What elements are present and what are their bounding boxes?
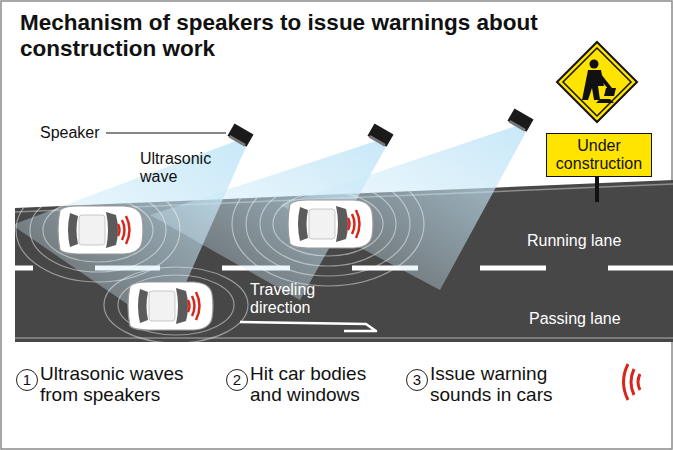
direction-label: Traveling direction xyxy=(250,281,350,317)
title: Mechanism of speakers to issue warnings … xyxy=(20,10,560,62)
lane-label: Passing lane xyxy=(529,310,669,328)
step-text: Hit car bodies and windows xyxy=(250,363,400,406)
lane-label: Running lane xyxy=(527,232,667,250)
step-number: 1 xyxy=(16,369,38,391)
step-text: Issue warning sounds in cars xyxy=(430,363,582,406)
step-number: 2 xyxy=(226,369,248,391)
step-text: Ultrasonic waves from speakers xyxy=(40,363,210,406)
step-number: 3 xyxy=(406,369,428,391)
part-label: Ultrasonic wave xyxy=(140,150,235,186)
part-label: Speaker xyxy=(40,124,130,142)
sign-text: Under construction xyxy=(552,137,646,172)
sign-box: Under construction xyxy=(546,133,652,177)
